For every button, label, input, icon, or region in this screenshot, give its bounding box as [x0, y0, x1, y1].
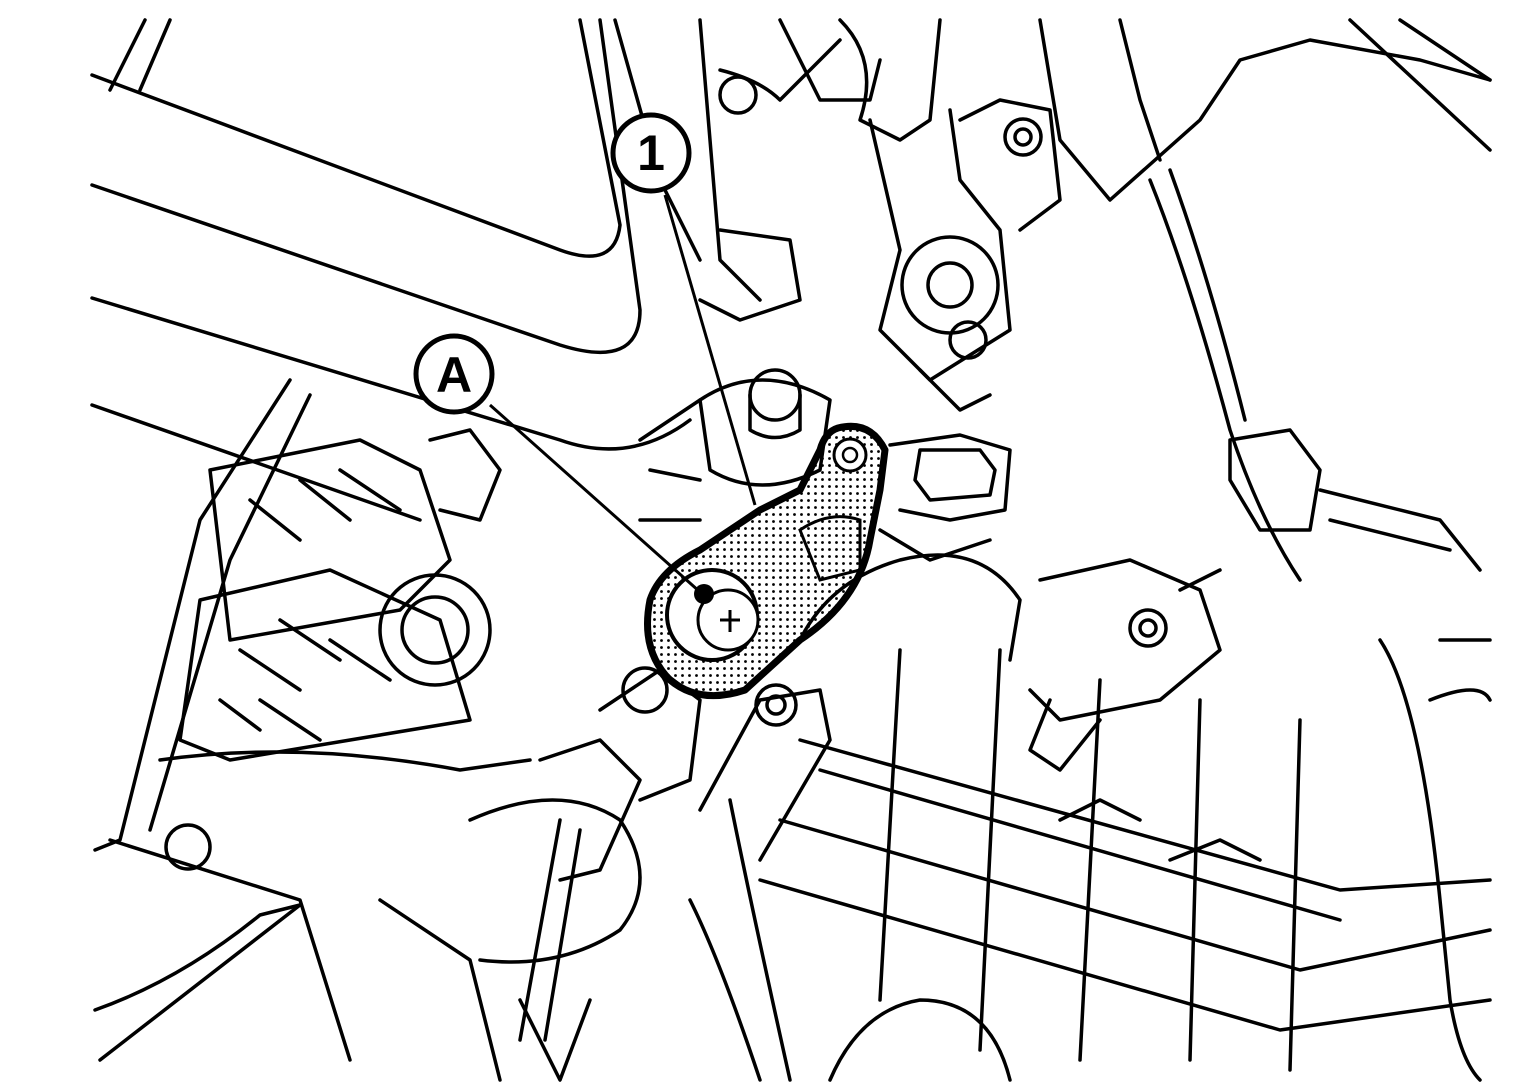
point-a-marker: [694, 584, 714, 604]
callout-1-leader: [663, 194, 757, 506]
highlighted-bracket: [644, 422, 889, 700]
callout-a-leader: [489, 403, 701, 594]
callout-1: 1: [610, 112, 757, 506]
callout-a-label: A: [436, 347, 472, 403]
callout-a: A: [413, 333, 701, 594]
callout-a-circle: [413, 333, 495, 415]
callout-1-circle: [610, 112, 692, 194]
callout-1-label: 1: [637, 125, 665, 181]
assembly-line-art: [90, 18, 1492, 1082]
